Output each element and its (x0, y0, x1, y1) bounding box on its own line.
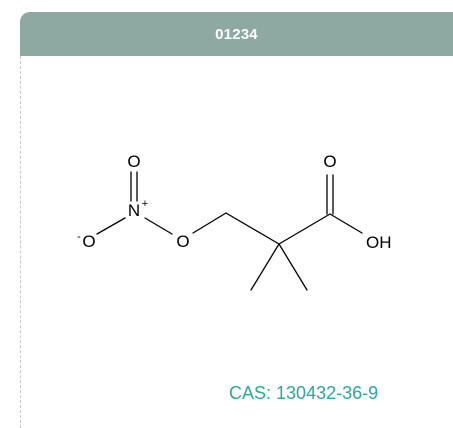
bond-cquat-methyl-right (278, 243, 308, 291)
bond-cquat-methyl-left (250, 243, 280, 291)
bond-oester-ch2 (192, 212, 227, 234)
atom-oh: OH (366, 233, 392, 252)
atom-o-minus: O (82, 232, 95, 251)
cas-label: CAS: (229, 383, 272, 403)
bond-cquat-ccarboxyl (278, 213, 331, 245)
card-header: 01234 (20, 12, 453, 56)
charge-minus: - (77, 231, 81, 243)
compound-id-title: 01234 (215, 25, 258, 43)
atom-o-nitro-top: O (127, 152, 140, 171)
cas-number: 130432-36-9 (276, 383, 379, 403)
card-left-border (20, 56, 21, 428)
atom-o-ester: O (176, 232, 189, 251)
charge-plus: + (142, 198, 148, 210)
cas-number-line: CAS: 130432-36-9 (229, 383, 378, 404)
atom-o-carbonyl: O (323, 152, 336, 171)
bond-n-oester (144, 217, 173, 235)
bond-n-ominus (96, 217, 126, 235)
bond-c-oh (329, 213, 363, 234)
atom-n-nitro: N (128, 201, 140, 220)
bond-ch2-cquat (225, 212, 280, 245)
